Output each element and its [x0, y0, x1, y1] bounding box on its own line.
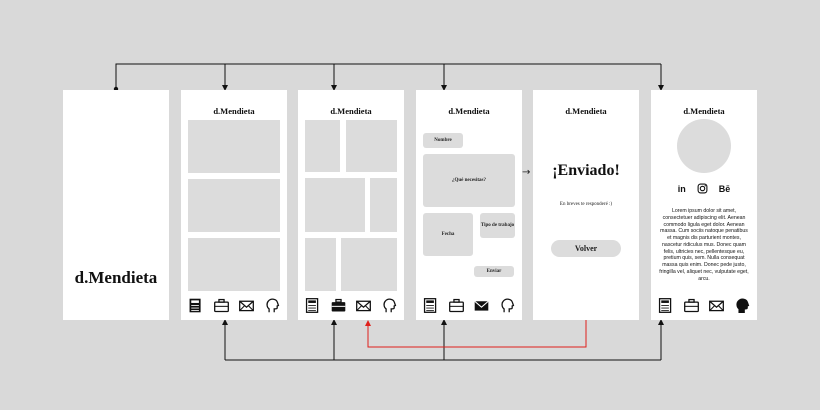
- splash-screen: d.Mendieta: [63, 90, 169, 320]
- newspaper-icon[interactable]: [304, 297, 321, 314]
- news-card[interactable]: [188, 120, 280, 173]
- header-brand: d.Mendieta: [448, 106, 490, 116]
- back-button[interactable]: Volver: [551, 240, 621, 257]
- instagram-icon[interactable]: [697, 183, 708, 194]
- bio-text: Lorem ipsum dolor sit amet, consectetuer…: [659, 208, 749, 282]
- newspaper-icon[interactable]: [187, 297, 204, 314]
- portfolio-tile[interactable]: [305, 238, 336, 291]
- avatar: [677, 119, 731, 173]
- news-card[interactable]: [188, 179, 280, 232]
- date-field[interactable]: Fecha: [423, 213, 473, 256]
- portfolio-tile[interactable]: [346, 120, 397, 172]
- job-type-field[interactable]: Tipo de trabajo: [480, 213, 515, 238]
- profile-screen: d.Mendieta in Bē Lorem ipsum dolor sit a…: [651, 90, 757, 320]
- splash-brand: d.Mendieta: [74, 268, 158, 287]
- header-brand: d.Mendieta: [330, 106, 372, 116]
- portfolio-screen: d.Mendieta: [298, 90, 404, 320]
- head-icon[interactable]: [264, 297, 281, 314]
- confirmation-subtitle: En breves te responderé :): [559, 202, 613, 207]
- social-links: in Bē: [651, 183, 757, 194]
- send-button[interactable]: Enviar: [474, 266, 514, 277]
- head-icon[interactable]: [734, 297, 751, 314]
- bottom-nav: [657, 296, 751, 314]
- bottom-nav: [187, 296, 281, 314]
- confirmation-screen: d.Mendieta ¡Enviado! En breves te respon…: [533, 90, 639, 320]
- behance-icon[interactable]: Bē: [718, 183, 731, 194]
- linkedin-icon[interactable]: in: [677, 183, 686, 194]
- portfolio-tile[interactable]: [370, 178, 397, 232]
- header-brand: d.Mendieta: [565, 106, 607, 116]
- envelope-icon[interactable]: [238, 297, 255, 314]
- news-screen: d.Mendieta: [181, 90, 287, 320]
- portfolio-tile[interactable]: [305, 178, 365, 232]
- top-connector: [113, 63, 664, 92]
- briefcase-icon[interactable]: [448, 297, 465, 314]
- name-field[interactable]: Nombre: [423, 133, 463, 148]
- return-connector: [365, 320, 587, 348]
- news-card[interactable]: [188, 238, 280, 291]
- briefcase-icon[interactable]: [683, 297, 700, 314]
- envelope-icon[interactable]: [355, 297, 372, 314]
- bottom-connector: [222, 319, 664, 361]
- bottom-nav: [304, 296, 398, 314]
- envelope-icon[interactable]: [473, 297, 490, 314]
- briefcase-icon[interactable]: [213, 297, 230, 314]
- header-brand: d.Mendieta: [683, 106, 725, 116]
- head-icon[interactable]: [381, 297, 398, 314]
- needs-field[interactable]: ¿Qué necesitas?: [423, 154, 515, 207]
- briefcase-icon[interactable]: [330, 297, 347, 314]
- envelope-icon[interactable]: [708, 297, 725, 314]
- newspaper-icon[interactable]: [657, 297, 674, 314]
- bottom-nav: [422, 296, 516, 314]
- portfolio-tile[interactable]: [341, 238, 397, 291]
- contact-form-screen: d.Mendieta Nombre ¿Qué necesitas? Fecha …: [416, 90, 522, 320]
- portfolio-tile[interactable]: [305, 120, 340, 172]
- form-to-confirm-arrow: →: [522, 167, 531, 178]
- header-brand: d.Mendieta: [213, 106, 255, 116]
- confirmation-title: ¡Enviado!: [552, 162, 620, 179]
- head-icon[interactable]: [499, 297, 516, 314]
- newspaper-icon[interactable]: [422, 297, 439, 314]
